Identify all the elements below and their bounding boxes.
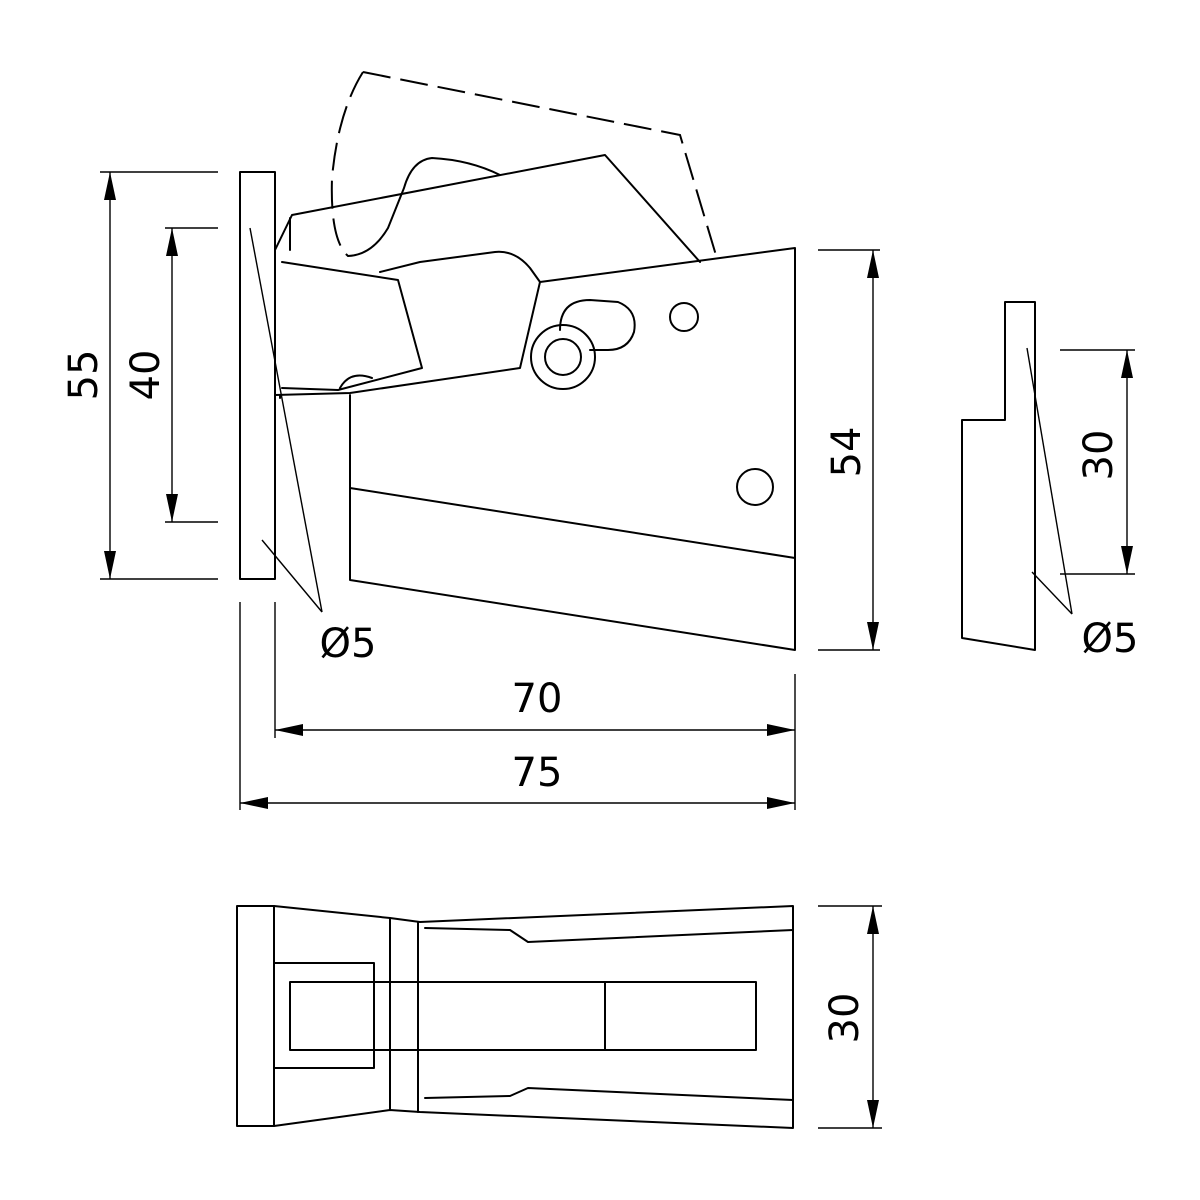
arrow-70-left [275, 724, 303, 736]
dim-label-side-hole: Ø5 [1082, 616, 1139, 662]
front-mounting-plate [239, 171, 276, 580]
dim-label-70: 70 [512, 676, 563, 722]
side-outline [961, 301, 1036, 651]
front-latch-curve [339, 374, 373, 389]
top-body-outline [273, 905, 794, 1129]
top-upper-contour [424, 927, 794, 943]
arrow-side-bottom [1121, 546, 1133, 574]
front-hole-line-a [249, 227, 323, 613]
front-latch-hook [379, 250, 541, 283]
dim-label-top-30: 30 [822, 993, 868, 1044]
dim-label-75: 75 [512, 750, 563, 796]
front-lever-open-position [362, 71, 719, 263]
front-lever-arm [281, 261, 423, 391]
dim-label-54: 54 [824, 427, 870, 478]
front-cam-curve [347, 157, 501, 257]
arrow-54-bottom [867, 622, 879, 650]
side-view: 30 Ø5 [961, 301, 1139, 662]
front-view [239, 71, 796, 651]
front-hole-upper [669, 302, 699, 332]
arrow-55-top [104, 172, 116, 200]
arrow-top-top [867, 906, 879, 934]
arrow-side-top [1121, 350, 1133, 378]
dim-label-side-30: 30 [1076, 430, 1122, 481]
side-hole-line-b [1031, 571, 1073, 615]
arrow-70-right [767, 724, 795, 736]
top-lever-slot [289, 981, 757, 1051]
arrow-75-right [767, 797, 795, 809]
top-mounting-plate [236, 905, 275, 1127]
dim-label-40: 40 [123, 350, 169, 401]
front-lever-open-arc [330, 71, 364, 257]
front-dimensions: 55 40 54 70 75 Ø5 [61, 171, 880, 810]
front-body-outline [274, 247, 796, 651]
front-pivot-inner [544, 338, 582, 376]
arrow-75-left [240, 797, 268, 809]
arrow-40-bottom [166, 494, 178, 522]
front-pivot-outer [530, 324, 596, 390]
arrow-top-bottom [867, 1100, 879, 1128]
front-body-step [349, 487, 796, 559]
side-hole-line-a [1026, 347, 1073, 615]
dim-label-front-hole: Ø5 [320, 621, 377, 667]
front-slot [559, 299, 636, 351]
front-hole-line-b [261, 539, 323, 613]
arrow-54-top [867, 250, 879, 278]
top-view: 30 [236, 905, 882, 1129]
dim-label-55: 55 [61, 350, 107, 401]
top-lower-contour [424, 1087, 794, 1101]
front-lever [274, 154, 701, 263]
front-hole-lower [736, 468, 774, 506]
arrow-55-bottom [104, 551, 116, 579]
top-inner-frame [273, 962, 375, 1069]
arrow-40-top [166, 228, 178, 256]
